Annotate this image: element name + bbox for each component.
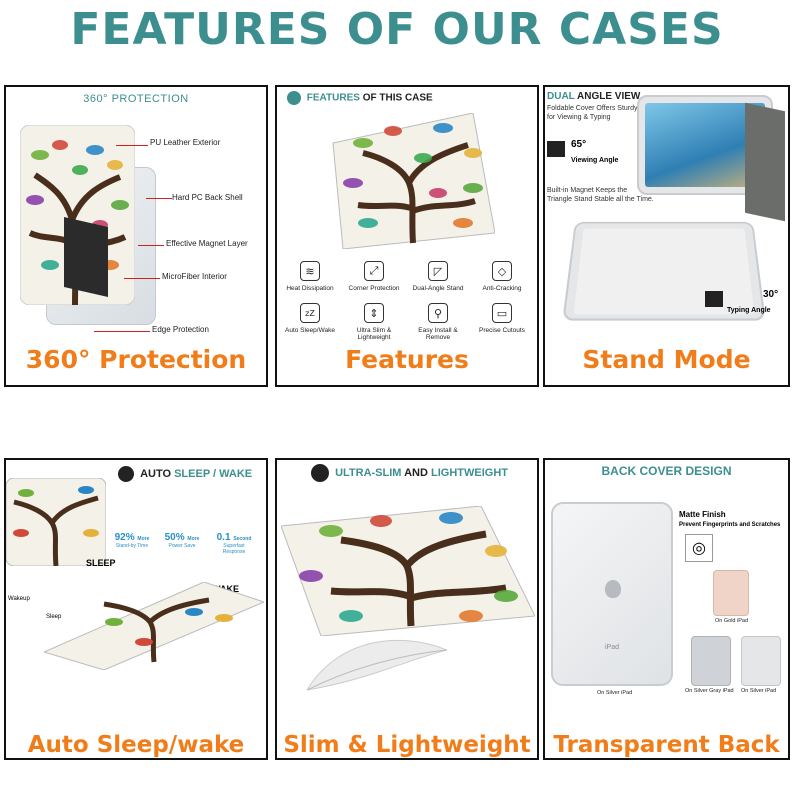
magnet-desc-line1: Built-in Magnet Keeps the <box>547 187 628 194</box>
ipad-back-image: iPad <box>551 502 673 686</box>
sleep-icon: zZ <box>300 303 320 323</box>
fingerprint-icon: ◎ <box>685 534 713 562</box>
apple-logo-icon <box>605 580 621 598</box>
callout-line <box>94 331 150 332</box>
viewing-person-icon <box>547 141 565 157</box>
wakeup-mini-label: Wakeup <box>8 596 30 602</box>
callout-line <box>124 278 160 279</box>
callout-pu-leather: PU Leather Exterior <box>150 138 221 147</box>
ipad-logo-text: iPad <box>604 644 619 651</box>
panel-heading: AUTO SLEEP / WAKE <box>118 466 252 482</box>
callout-edge: Edge Protection <box>152 325 209 334</box>
panel-caption: Features <box>345 345 469 374</box>
feature-auto-sleep-wake: zZ Auto Sleep/Wake <box>279 303 341 334</box>
magnet-desc-line2: Triangle Stand Stable all the Time. <box>547 196 654 203</box>
feature-precise-cutouts: ▭ Precise Cutouts <box>471 303 533 334</box>
viewing-angle-label: Viewing Angle <box>571 157 619 164</box>
typing-angle: 30° <box>763 289 779 300</box>
panel-heading: DUAL ANGLE VIEW <box>547 91 641 102</box>
ipad-typing-image <box>562 221 766 321</box>
keyboard-screen <box>573 228 755 315</box>
panel-features: FEATURES OF THIS CASE ≋ Heat Dissipation… <box>275 85 539 387</box>
callout-microfiber: MicroFiber Interior <box>162 272 227 281</box>
sleep-mini-label: Sleep <box>46 614 62 620</box>
page-title: FEATURES OF OUR CASES <box>70 4 724 55</box>
panel-slim-lightweight: ULTRA-SLIM AND LIGHTWEIGHT Slim & Lightw… <box>275 458 539 760</box>
tree-case-image <box>281 506 535 636</box>
stat-standby: 92% More Stand-by Time <box>114 532 150 549</box>
swatch-label: On Silver iPad <box>597 690 633 696</box>
callout-line <box>116 145 148 146</box>
feature-ultra-slim: ⇕ Ultra Slim & Lightweight <box>343 303 405 341</box>
panel-360-protection: 360° PROTECTION PU Leather Exterior Hard… <box>4 85 268 387</box>
panel-caption: Stand Mode <box>582 345 751 374</box>
swatch-label: On Gold iPad <box>715 618 749 624</box>
swatch-label: On Silver Gray iPad <box>685 688 734 694</box>
stand-flap-image <box>745 102 785 222</box>
typing-angle-label: Typing Angle <box>727 307 771 314</box>
feature-easy-install: ⚲ Easy Install & Remove <box>407 303 469 341</box>
stand-desc-line1: Foldable Cover Offers Sturdy Stand <box>547 105 658 112</box>
feature-dual-angle-stand: ◸ Dual-Angle Stand <box>407 261 469 292</box>
stat-response: 0.1 Second Superfast Response <box>216 532 252 555</box>
slim-icon: ⇕ <box>364 303 384 323</box>
panel-caption: Slim & Lightweight <box>283 732 531 758</box>
swatch-silver-gray <box>691 636 731 686</box>
callout-hard-pc: Hard PC Back Shell <box>172 193 243 202</box>
feather-image <box>307 639 447 691</box>
plug-icon: ⚲ <box>428 303 448 323</box>
matte-finish-sub: Prevent Fingerprints and Scratches <box>679 522 781 528</box>
callout-magnet: Effective Magnet Layer <box>166 239 248 248</box>
feature-anti-cracking: ◇ Anti-Cracking <box>471 261 533 292</box>
swatch-label: On Silver iPad <box>741 688 777 694</box>
diamond-icon: ◇ <box>492 261 512 281</box>
corner-icon: ⤢ <box>364 261 384 281</box>
moon-icon <box>118 466 134 482</box>
microfiber-flap-image <box>64 217 108 297</box>
panel-caption: Transparent Back <box>553 732 780 758</box>
callout-line <box>138 245 164 246</box>
tree-case-closed-image <box>6 478 106 566</box>
tree-case-image <box>332 113 495 249</box>
panel-auto-sleep: AUTO SLEEP / WAKE 92% More Stand-by Time… <box>4 458 268 760</box>
panel-caption: Auto Sleep/wake <box>27 732 245 758</box>
feature-corner-protection: ⤢ Corner Protection <box>343 261 405 292</box>
feather-icon <box>311 464 329 482</box>
sleep-label: SLEEP <box>86 558 116 568</box>
panel-back-cover: BACK COVER DESIGN iPad On Silver iPad Ma… <box>543 458 790 760</box>
panel-heading: BACK COVER DESIGN <box>601 464 732 478</box>
panel-heading: 360° PROTECTION <box>83 93 189 105</box>
panel-caption: 360° Protection <box>25 345 247 374</box>
panel-stand-mode: DUAL ANGLE VIEW Foldable Cover Offers St… <box>543 85 790 387</box>
typing-person-icon <box>705 291 723 307</box>
heat-icon: ≋ <box>300 261 320 281</box>
panel-heading: FEATURES OF THIS CASE <box>287 91 433 105</box>
callout-line <box>146 198 172 199</box>
stand-icon: ◸ <box>428 261 448 281</box>
panel-heading: ULTRA-SLIM AND LIGHTWEIGHT <box>311 464 508 482</box>
feature-heat-dissipation: ≋ Heat Dissipation <box>279 261 341 292</box>
viewing-angle: 65° <box>571 139 587 150</box>
tree-case-open-image <box>44 582 264 670</box>
matte-finish-label: Matte Finish <box>679 510 726 519</box>
swatch-silver <box>741 636 781 686</box>
stand-desc-line2: for Viewing & Typing <box>547 114 611 121</box>
stat-power-save: 50% More Power Save <box>164 532 200 549</box>
heading-icon <box>287 91 301 105</box>
cutout-icon: ▭ <box>492 303 512 323</box>
swatch-gold <box>713 570 749 616</box>
